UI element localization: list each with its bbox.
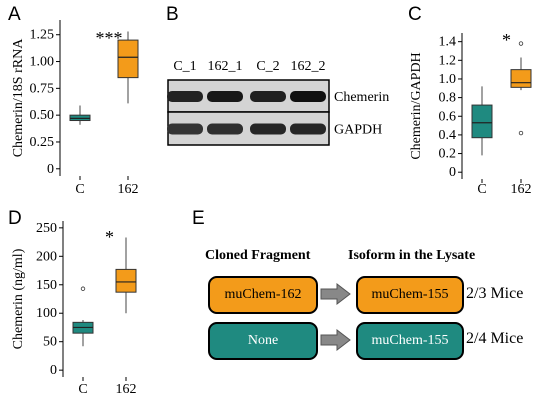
- panel-a-y-tick-label: 0.75: [30, 81, 55, 96]
- panel-a-box-162: [117, 39, 139, 79]
- blot-lane-label: 162_1: [208, 59, 243, 74]
- panel-c-outlier-point: [518, 130, 524, 136]
- panel-c-y-tick-label: 0.6: [439, 109, 457, 124]
- panel-c-box-162: [510, 69, 532, 88]
- panel-c-y-tick-label: 1.0: [439, 72, 457, 87]
- blot-band-label: GAPDH: [334, 123, 382, 138]
- fragment-box-row1: muChem-162: [208, 276, 318, 314]
- panel-c-x-tick-label: 162: [511, 182, 532, 197]
- blot-band: [167, 123, 203, 135]
- panel-d-y-tick-label: 100: [36, 306, 57, 321]
- panel-d-y-tick-label: 50: [43, 335, 57, 350]
- isoform-box-row2: muChem-155: [356, 322, 464, 360]
- blot-lane-label: C_2: [256, 59, 279, 74]
- panel-c-y-tick-label: 0.4: [439, 128, 457, 143]
- panel-d-y-tick-label: 250: [36, 221, 57, 236]
- panel-label-b: B: [166, 4, 179, 25]
- panel-a-y-tick-label: 0.50: [30, 108, 55, 123]
- blot-band: [290, 123, 326, 135]
- panel-c-y-tick-label: 0.8: [439, 91, 457, 106]
- result-row2: 2/4 Mice: [466, 330, 524, 347]
- panel-a-y-tick-label: 1.25: [30, 28, 55, 43]
- arrow-right-icon: [320, 283, 351, 305]
- panel-c-y-tick-label: 1.4: [439, 35, 457, 50]
- panel-a-x-tick-label: 162: [118, 182, 139, 197]
- panel-c-x-tick-label: C: [477, 182, 486, 197]
- panel-c-outlier-point: [518, 41, 524, 46]
- panel-a-y-axis-label: Chemerin/18S rRNA: [11, 38, 26, 157]
- blot-band: [167, 91, 203, 102]
- panel-d-y-axis-label: Chemerin (ng/ml): [11, 248, 26, 349]
- blot-band: [250, 123, 286, 135]
- panel-d-y-tick-label: 200: [36, 249, 57, 264]
- blot-lane-label: C_1: [173, 59, 196, 74]
- panel-d-x-tick-label: C: [78, 382, 87, 397]
- panel-label-e: E: [192, 208, 205, 229]
- panel-c-y-tick-label: 1.2: [439, 53, 457, 68]
- panel-label-c: C: [408, 4, 422, 25]
- panel-a-significance-marker: ***: [96, 28, 123, 48]
- blot-lane-label: 162_2: [291, 59, 326, 74]
- blot-band: [207, 123, 243, 135]
- panel-a-y-tick-label: 0.25: [30, 135, 55, 150]
- panel-d-outlier-point: [80, 286, 86, 291]
- panel-d-y-tick-label: 150: [36, 278, 57, 293]
- panel-label-d: D: [8, 208, 22, 229]
- panel-a-y-tick-label: 0: [47, 162, 54, 177]
- fragment-box-row2: None: [208, 322, 318, 360]
- isoform-box-row1: muChem-155: [356, 276, 464, 314]
- panel-c-y-axis-label: Chemerin/GAPDH: [409, 52, 424, 159]
- result-row1: 2/3 Mice: [466, 285, 524, 302]
- panel-a-x-tick-label: C: [75, 182, 84, 197]
- panel-c-box-C: [471, 104, 493, 139]
- blot-band: [290, 91, 326, 102]
- panel-d-box-162: [115, 268, 137, 293]
- header-cloned-fragment: Cloned Fragment: [205, 248, 311, 263]
- panel-c-y-tick-label: 0.2: [439, 147, 457, 162]
- blot-band-label: Chemerin: [334, 90, 389, 105]
- panel-d-x-tick-label: 162: [116, 382, 137, 397]
- panel-a-y-tick-label: 1.00: [30, 55, 55, 70]
- panel-c-significance-marker: *: [502, 30, 511, 50]
- blot-band: [207, 91, 243, 102]
- panel-c-y-tick-label: 0: [449, 165, 456, 180]
- arrow-right-icon: [320, 329, 351, 351]
- blot-band: [250, 91, 286, 102]
- header-isoform-in-lysate: Isoform in the Lysate: [348, 248, 476, 263]
- panel-d-y-tick-label: 0: [50, 363, 57, 378]
- panel-d-significance-marker: *: [105, 227, 114, 247]
- panel-label-a: A: [8, 4, 21, 25]
